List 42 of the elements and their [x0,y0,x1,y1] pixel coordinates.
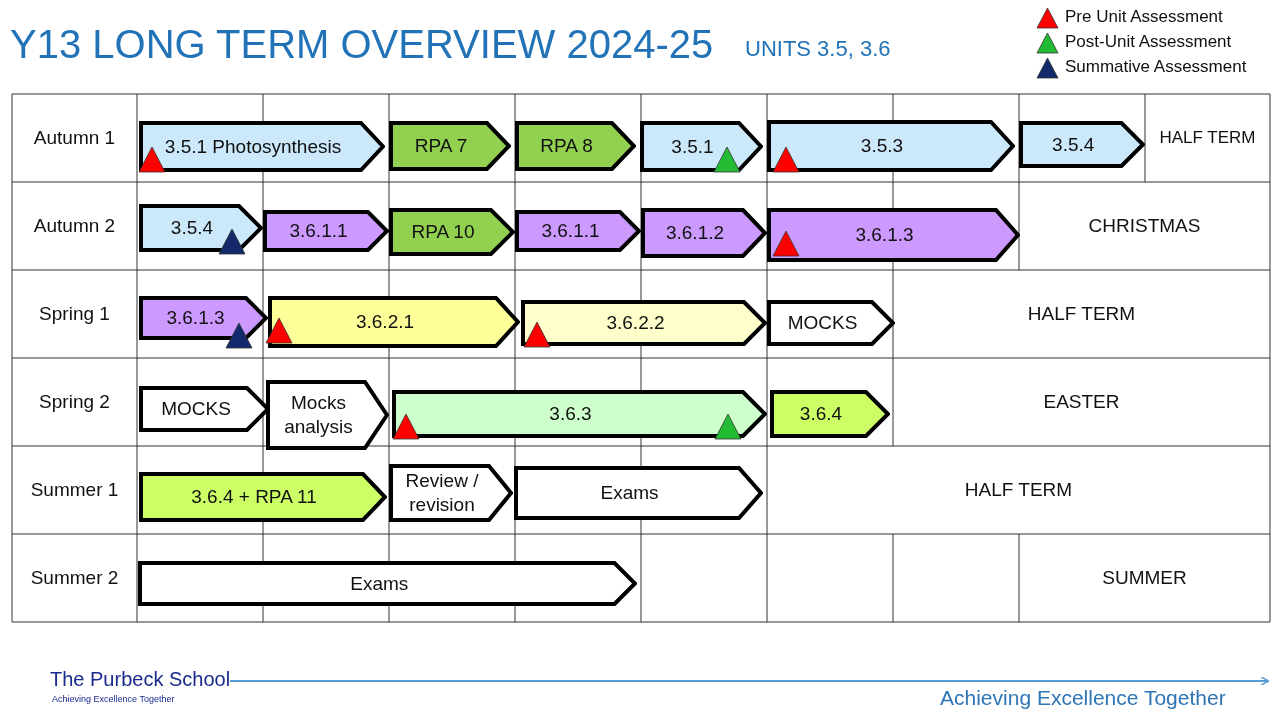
chevron-shape: 3.6.2.1 [268,296,520,348]
chevron-shape: 3.6.1.1 [263,210,389,252]
chevron-shape: RPA 10 [389,208,515,256]
chevron-shape: Exams [138,561,637,606]
holiday-label: EASTER [1043,391,1120,413]
title: Y13 LONG TERM OVERVIEW 2024-25 [10,22,714,67]
chevron-shape: 3.6.4 [770,390,890,438]
chevron-shape: RPA 8 [515,121,636,171]
holiday-label: HALF TERM [1159,128,1256,148]
chevron-shape: 3.6.4 + RPA 11 [139,472,387,522]
chevron-shape: 3.5.4 [1019,121,1145,168]
chevron-shape: 3.6.2.2 [521,300,767,346]
chevron-shape: 3.6.1.3 [139,296,268,340]
chevron-shape: 3.6.1.1 [515,210,641,252]
school-name: The Purbeck School [50,668,231,691]
term-label: Spring 2 [39,391,110,413]
chevron-shape: 3.5.3 [767,120,1015,172]
holiday-label: HALF TERM [1027,303,1136,325]
term-label: Autumn 2 [33,215,116,237]
legend-label: Post-Unit Assessment [1065,32,1232,52]
chevron-shape: Review / revision [389,464,513,522]
chevron-shape: MOCKS [767,300,895,346]
chevron-shape: 3.6.1.2 [641,208,767,258]
term-label: Summer 1 [30,479,119,501]
chevron-shape: Mocks analysis [266,380,389,450]
term-label: Autumn 1 [33,127,116,149]
chevron-shape: 3.5.1 Photosynthesis [139,121,385,172]
legend-label: Summative Assessment [1065,57,1247,77]
holiday-label: SUMMER [1102,567,1187,589]
chevron-shape: 3.6.3 [392,390,767,438]
holiday-label: HALF TERM [964,479,1073,501]
term-label: Summer 2 [30,567,119,589]
chevron-shape: RPA 7 [389,121,511,171]
subtitle: UNITS 3.5, 3.6 [745,36,891,62]
motto-text: Achieving Excellence Together [940,686,1226,710]
chevron-shape: Exams [514,466,763,520]
motto-text: Achieving Excellence Together [52,694,175,704]
chevron-shape: 3.5.1 [640,121,763,172]
holiday-label: CHRISTMAS [1088,215,1201,237]
chevron-shape: 3.5.4 [139,204,263,252]
legend-label: Pre Unit Assessment [1065,7,1223,27]
term-label: Spring 1 [39,303,110,325]
